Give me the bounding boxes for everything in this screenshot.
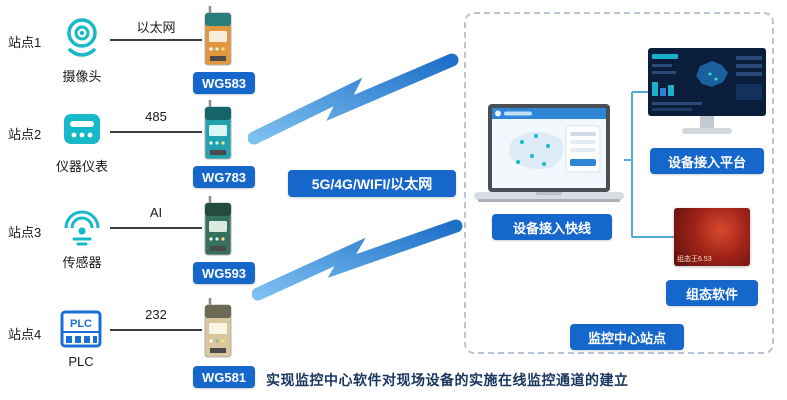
device-access-platform-chip: 设备接入平台 <box>650 148 764 174</box>
gateway-wg583-image <box>204 6 232 66</box>
station-3-link-label: AI <box>149 205 163 220</box>
gateway-wg581-image <box>204 298 232 358</box>
scada-software-image: 组态王6.53 <box>674 208 750 266</box>
connector-lines <box>624 91 674 238</box>
station-1-device-label: 摄像头 <box>62 69 102 84</box>
station-2-link-label: 485 <box>145 109 167 124</box>
station-1-link-label: 以太网 <box>136 20 176 35</box>
gateway-wg583-chip: WG583 <box>193 72 255 94</box>
device-access-express-chip: 设备接入快线 <box>492 214 612 240</box>
station-4-link-label: 232 <box>145 307 167 322</box>
gateway-wg581-chip: WG581 <box>193 366 255 388</box>
camera-icon <box>67 18 97 57</box>
station-4-device-label: PLC <box>68 354 94 369</box>
lightning-arrow-top <box>248 53 459 145</box>
plc-icon: PLC <box>60 310 102 348</box>
station-1-label: 站点1 <box>8 35 42 50</box>
gateway-wg593-chip: WG593 <box>193 262 255 284</box>
station-2-link-line <box>110 131 202 133</box>
station-2-device-label: 仪器仪表 <box>55 159 108 174</box>
plc-icon-text: PLC <box>70 318 92 330</box>
scada-image-text: 组态王6.53 <box>677 256 712 263</box>
gateway-wg783-image <box>204 100 232 160</box>
station-4-label: 站点4 <box>8 327 42 342</box>
gateway-wg593-image <box>204 196 232 256</box>
monitoring-center-outline <box>464 12 774 354</box>
station-3-device-label: 传感器 <box>62 255 102 270</box>
lightning-arrow-bottom <box>252 219 463 301</box>
station-3-link-line <box>110 227 202 229</box>
sensor-icon <box>64 210 100 246</box>
monitoring-center-chip: 监控中心站点 <box>570 324 684 350</box>
scada-software-chip: 组态软件 <box>666 280 758 306</box>
instrument-icon <box>64 114 100 144</box>
laptop-image <box>474 104 624 202</box>
station-3-label: 站点3 <box>8 225 42 240</box>
station-1-link-line <box>110 39 202 41</box>
bottom-caption: 实现监控中心软件对现场设备的实施在线监控通道的建立 <box>266 372 629 388</box>
monitor-image <box>648 48 766 134</box>
station-2-label: 站点2 <box>8 127 42 142</box>
station-4-link-line <box>110 329 202 331</box>
network-label-chip: 5G/4G/WIFI/以太网 <box>288 170 456 197</box>
gateway-wg783-chip: WG783 <box>193 166 255 188</box>
